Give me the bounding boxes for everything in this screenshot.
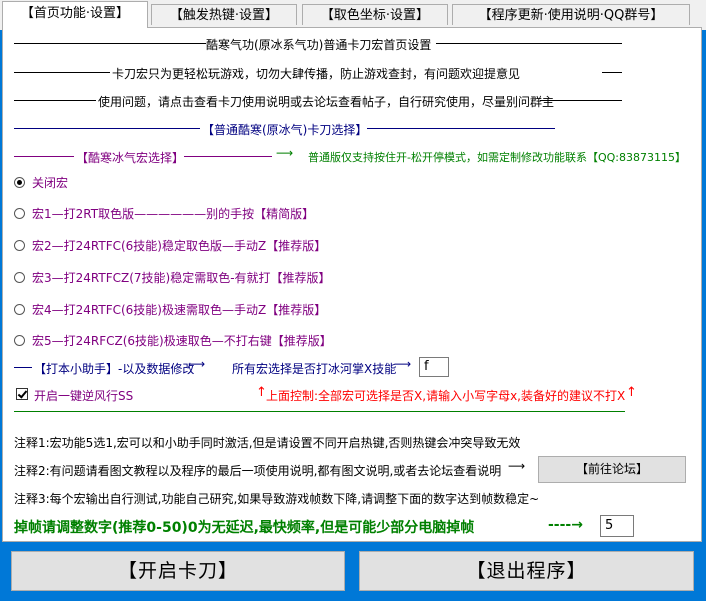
header-help: 使用问题，请点击查看卡刀使用说明或去论坛查看帖子，自行研究使用，尽量别问群主	[98, 95, 555, 109]
tab-bar: 【首页功能·设置】 【触发热键·设置】 【取色坐标·设置】 【程序更新·使用说明…	[0, 0, 706, 30]
radio-macro-3[interactable]: 宏3—打24RTFCZ(7技能)稳定需取色-有就打【推荐版】	[14, 268, 331, 286]
arrow-right-icon: ----→	[548, 517, 583, 533]
radio-button[interactable]	[14, 207, 25, 219]
arrow-right-icon: ⟶	[394, 357, 412, 371]
radio-button[interactable]	[14, 176, 25, 188]
header-warning: 卡刀宏只为更轻松玩游戏，切勿大肆传播，防止游戏查封，有问题欢迎提意见	[112, 67, 521, 81]
radio-button[interactable]	[14, 271, 25, 283]
radio-macro-2[interactable]: 宏2—打24RTFC(6技能)稳定取色版—手动Z【推荐版】	[14, 236, 326, 254]
radio-button[interactable]	[14, 239, 25, 251]
divider	[367, 128, 555, 129]
arrow-up-icon: ↑	[256, 385, 267, 400]
divider	[14, 411, 625, 412]
divider	[184, 156, 272, 157]
arrow-right-icon: ⟶	[188, 357, 206, 371]
arrow-up-icon: ↑	[626, 385, 637, 400]
radio-label: 宏4—打24RTFC(6技能)极速需取色—手动Z【推荐版】	[32, 302, 327, 317]
tab-update-help-qq[interactable]: 【程序更新·使用说明·QQ群号】	[452, 4, 690, 25]
radio-macro-5[interactable]: 宏5—打24RFCZ(6技能)极速取色—不打右键【推荐版】	[14, 331, 332, 349]
radio-label: 宏3—打24RTFCZ(7技能)稳定需取色-有就打【推荐版】	[32, 270, 331, 285]
section-title: 【普通酷寒(原冰气)卡刀选择】	[202, 123, 368, 137]
tab-color-coordinate-settings[interactable]: 【取色坐标·设置】	[302, 4, 448, 25]
frame-delay-label: 掉帧请调整数字(推荐0-50)0为无延迟,最快频率,但是可能少部分电脑掉帧	[14, 520, 475, 536]
start-button[interactable]: 【开启卡刀】	[11, 551, 345, 591]
divider	[14, 156, 74, 157]
note-1: 注释1:宏功能5选1,宏可以和小助手同时激活,但是请设置不同开启热键,否则热键会…	[14, 436, 521, 450]
tab-home-settings[interactable]: 【首页功能·设置】	[2, 1, 148, 28]
radio-label: 宏2—打24RTFC(6技能)稳定取色版—手动Z【推荐版】	[32, 238, 327, 253]
one-key-checkbox[interactable]	[16, 388, 28, 400]
forum-button[interactable]: 【前往论坛】	[538, 456, 686, 483]
header-title: 酷寒气功(原冰系气功)普通卡刀宏首页设置	[206, 38, 432, 52]
exit-button[interactable]: 【退出程序】	[359, 551, 694, 591]
checkbox-label: 开启一键逆风行SS	[34, 389, 134, 403]
radio-macro-4[interactable]: 宏4—打24RTFC(6技能)极速需取色—手动Z【推荐版】	[14, 300, 326, 318]
arrow-right-icon: ⟶	[508, 459, 526, 473]
divider	[602, 72, 622, 73]
note-2: 注释2:有问题请看图文教程以及程序的最后一项使用说明,都有图文说明,或者去论坛查…	[14, 464, 502, 478]
divider	[14, 367, 32, 368]
arrow-right-icon: ⟶	[276, 146, 294, 160]
radio-label: 关闭宏	[32, 175, 69, 190]
control-note: 上面控制:全部宏可选择是否X,请输入小写字母x,装备好的建议不打X	[266, 389, 626, 403]
divider	[14, 43, 206, 44]
macro-section-note: 普通版仅支持按住开-松开停模式，如需定制修改功能联系【QQ:83873115】	[308, 151, 686, 164]
radio-label: 宏5—打24RFCZ(6技能)极速取色—不打右键【推荐版】	[32, 333, 332, 348]
macro-section-label: 【酷寒冰气宏选择】	[76, 151, 185, 165]
frame-delay-input[interactable]: 5	[600, 515, 634, 537]
x-skill-input[interactable]: f	[419, 357, 449, 377]
divider	[14, 100, 96, 101]
note-3: 注释3:每个宏输出自行测试,功能自己研究,如果导致游戏帧数下降,请调整下面的数字…	[14, 492, 540, 506]
divider	[436, 43, 622, 44]
radio-button[interactable]	[14, 334, 25, 346]
x-skill-question: 所有宏选择是否打冰河掌X技能	[232, 362, 397, 376]
divider	[14, 72, 110, 73]
helper-label: 【打本小助手】-以及数据修改	[34, 362, 195, 376]
radio-label: 宏1—打2RT取色版——————别的手按【精简版】	[32, 206, 315, 221]
tab-hotkey-settings[interactable]: 【触发热键·设置】	[151, 4, 297, 25]
divider	[14, 128, 200, 129]
divider	[540, 100, 622, 101]
radio-macro-off[interactable]: 关闭宏	[14, 173, 68, 191]
radio-button[interactable]	[14, 303, 25, 315]
radio-macro-1[interactable]: 宏1—打2RT取色版——————别的手按【精简版】	[14, 204, 314, 222]
